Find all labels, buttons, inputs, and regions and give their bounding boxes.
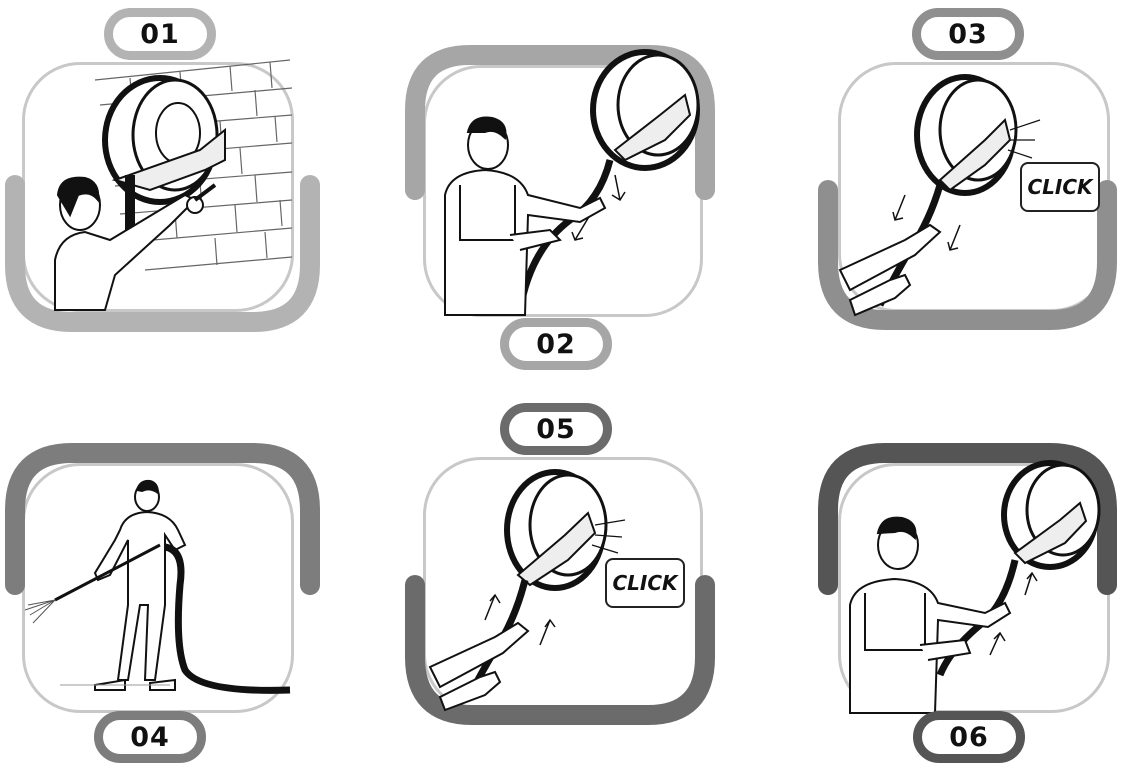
step-06: 06 bbox=[810, 435, 1123, 767]
step-number-badge: 03 bbox=[912, 8, 1024, 60]
step-number-badge: 05 bbox=[500, 403, 612, 455]
click-label: CLICK bbox=[605, 558, 685, 608]
step-02: 02 bbox=[400, 0, 730, 380]
step-number-badge: 04 bbox=[94, 711, 206, 763]
step-05: CLICK 05 bbox=[400, 395, 730, 767]
step-number-badge: 02 bbox=[500, 318, 612, 370]
click-label: CLICK bbox=[1020, 162, 1100, 212]
step-01: 01 bbox=[0, 0, 330, 340]
step-04: 04 bbox=[0, 435, 330, 767]
step-03: CLICK 03 bbox=[810, 0, 1123, 340]
step-number-badge: 01 bbox=[104, 8, 216, 60]
step-number-badge: 06 bbox=[913, 711, 1025, 763]
